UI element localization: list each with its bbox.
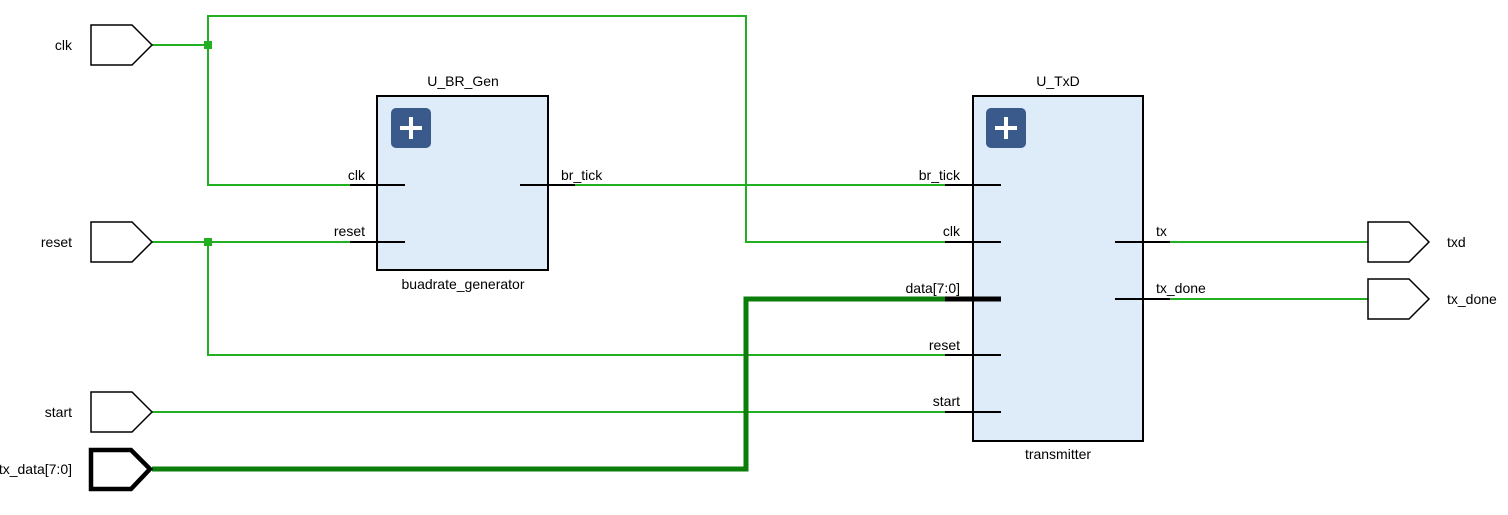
- output-port-txd[interactable]: txd: [1367, 221, 1466, 263]
- input-port-tx-data[interactable]: tx_data[7:0]: [0, 447, 154, 492]
- txd-expand-button[interactable]: [986, 108, 1026, 148]
- junction-reset: [204, 238, 212, 246]
- output-label-txd: txd: [1447, 234, 1466, 250]
- net-tx-data-bus[interactable]: [152, 296, 945, 472]
- input-port-start[interactable]: start: [45, 391, 154, 433]
- txd-body[interactable]: [972, 95, 1144, 442]
- input-label-tx-data: tx_data[7:0]: [0, 461, 72, 477]
- block-txd[interactable]: U_TxD br_tick clk data[7:0] reset start …: [906, 73, 1207, 462]
- net-reset[interactable]: [152, 238, 945, 356]
- input-label-start: start: [45, 404, 72, 420]
- txd-pin-data-label: data[7:0]: [906, 280, 961, 296]
- txd-pin-tx-done-label: tx_done: [1156, 280, 1206, 296]
- output-port-tx-done[interactable]: tx_done: [1367, 278, 1497, 320]
- net-clk[interactable]: [152, 15, 945, 243]
- br-gen-expand-button[interactable]: [391, 108, 431, 148]
- br-gen-pin-reset-label: reset: [334, 223, 365, 239]
- block-br-gen[interactable]: U_BR_Gen clk reset br_tick buadrate_gene…: [334, 73, 603, 292]
- txd-pin-clk-label: clk: [943, 223, 961, 239]
- input-label-clk: clk: [55, 37, 73, 53]
- txd-instance-name: U_TxD: [1036, 73, 1080, 89]
- br-gen-module-name: buadrate_generator: [402, 276, 525, 292]
- output-label-tx-done: tx_done: [1447, 291, 1497, 307]
- junction-clk: [204, 41, 212, 49]
- txd-pin-reset-label: reset: [929, 337, 960, 353]
- txd-pin-start-label: start: [933, 393, 960, 409]
- input-port-reset[interactable]: reset: [41, 221, 154, 263]
- expand-plus-icon: [400, 117, 422, 139]
- txd-pin-tx-label: tx: [1156, 223, 1167, 239]
- br-gen-instance-name: U_BR_Gen: [427, 73, 499, 89]
- input-port-clk[interactable]: clk: [55, 24, 154, 66]
- br-gen-pin-br-tick-label: br_tick: [561, 167, 603, 183]
- expand-plus-icon: [995, 117, 1017, 139]
- txd-pin-br-tick-label: br_tick: [919, 167, 961, 183]
- txd-module-name: transmitter: [1025, 446, 1091, 462]
- br-gen-pin-clk-label: clk: [348, 167, 366, 183]
- input-label-reset: reset: [41, 234, 72, 250]
